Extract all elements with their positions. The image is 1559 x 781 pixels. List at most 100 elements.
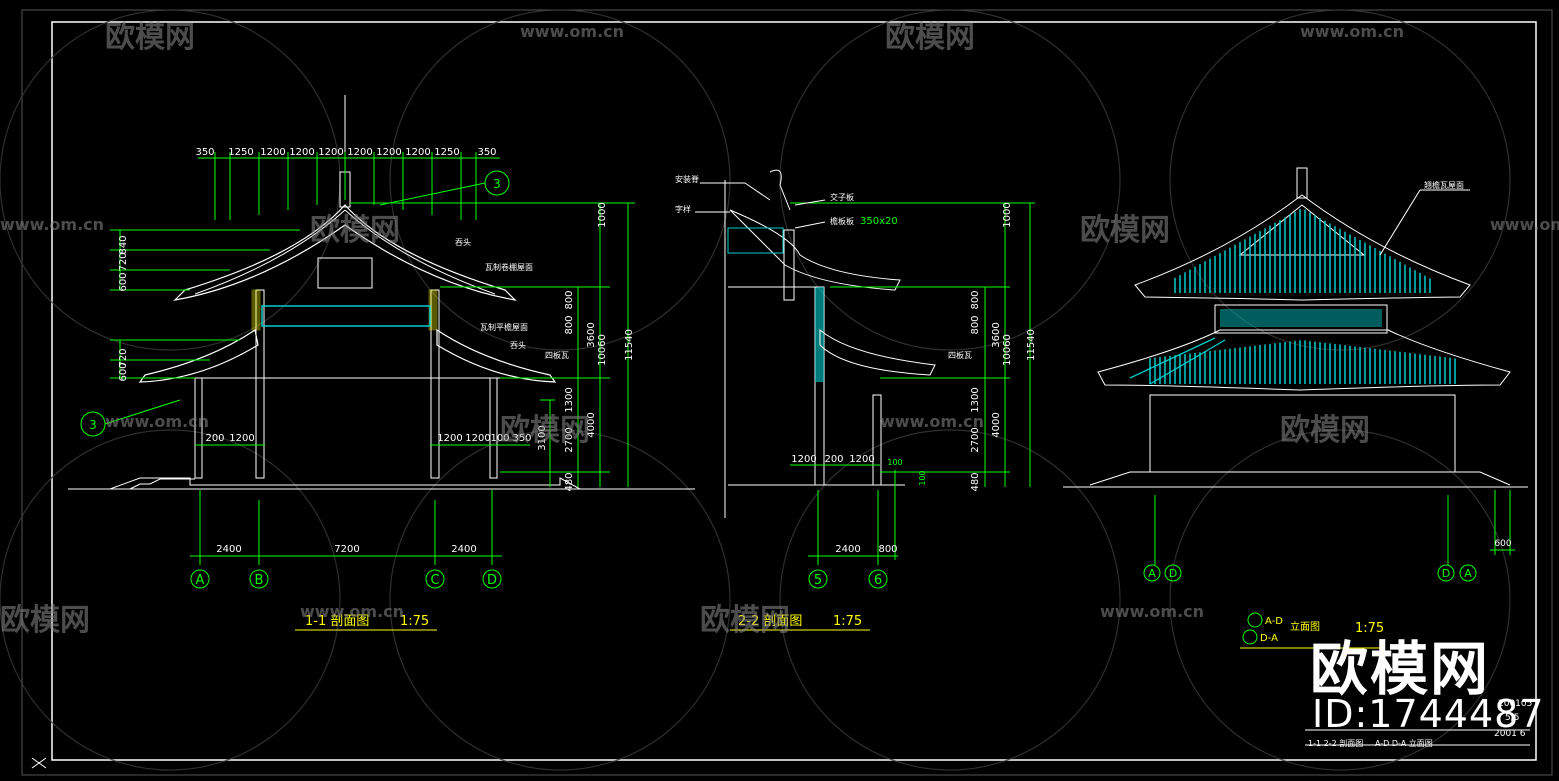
detail-callout: 3 [89,418,97,432]
axis-label: D [487,573,497,588]
left-dimension: 600 [118,362,129,381]
top-dimension: 1200 [376,147,401,158]
right-dimension: 4000 [991,412,1002,437]
watermark-url: www.om.cn [0,215,105,234]
title-block-text: 200105 [1498,699,1532,709]
right-dimension: 800 [564,315,575,334]
small-dimension: 100 [887,458,902,467]
lower-dimension: 200 [205,433,224,444]
material-label: 安装脊 [675,174,699,184]
material-label: 瓦制卷棚屋面 [485,262,533,272]
bottom-dimension: 2400 [835,544,860,555]
right-dimension: 1300 [564,387,575,412]
right-dimension: 11540 [1026,329,1037,361]
right-dimension: 1300 [970,387,981,412]
material-label: 350x20 [860,216,898,227]
watermark-circles [0,9,1511,771]
watermark-logo: 欧模网 [1280,413,1370,448]
top-dimension: 1200 [347,147,372,158]
watermark-url: www.om.cn [520,22,625,41]
axis-label: B [255,573,264,588]
watermark-url: www.om.cn [105,412,210,431]
right-dimension: 800 [970,290,981,309]
watermark-logo: 欧模网 [310,213,400,248]
axis-label: D [1169,567,1177,580]
outer-frame [21,9,1553,776]
material-label: 字样 [675,204,691,214]
elevation-scale: 1:75 [1355,621,1384,636]
title-block-legend: 1-1 2-2 剖面图 [1308,738,1363,748]
right-dimension: 1000 [1002,202,1013,227]
axis-label: A [1464,567,1472,580]
brand-logo: 欧模网 [1310,635,1491,703]
material-label: 四板瓦 [545,350,569,360]
top-dimension: 350 [477,147,496,158]
top-dimension: 1250 [434,147,459,158]
right-dimension: 10060 [597,334,608,366]
lower-dimension: 100 [490,433,509,444]
elevation-title: A-D [1265,616,1283,627]
material-label: 吞头 [510,340,526,350]
right-dimension: 2700 [564,427,575,452]
lower-dimension: 1200 [849,454,874,465]
top-dimension: 350 [195,147,214,158]
bottom-dimension: 2400 [451,544,476,555]
right-dimension: 1000 [597,202,608,227]
watermark-url: www.om.cn [880,412,985,431]
axis-label: D [1442,567,1450,580]
axis-label: 5 [814,573,822,588]
elevation-view [1063,167,1528,649]
title-block [1305,729,1530,746]
lower-dimension: 1200 [437,433,462,444]
watermark-logo: 欧模网 [885,20,975,55]
elevation-title: 立面图 [1290,620,1320,633]
watermark-logo: 欧模网 [700,603,790,638]
detail-callout: 3 [493,177,501,191]
watermark-url: www.om.cn [300,602,405,621]
right-dimension: 3600 [586,322,597,347]
watermark-logo: 欧模网 [1080,213,1170,248]
watermark-logo: 欧模网 [500,413,590,448]
axis-label: A [196,573,205,588]
right-dimension: 2700 [970,427,981,452]
section-scale: 1:75 [833,614,862,629]
lower-dimension: 200 [824,454,843,465]
axis-label: A [1148,567,1156,580]
title-block-text: 5/5 [1505,713,1519,723]
right-dimension: 800 [564,290,575,309]
right-dimension: 3600 [991,322,1002,347]
top-dimension: 1250 [228,147,253,158]
upper-roof-tiles [1174,209,1431,293]
right-dimension: 480 [970,472,981,491]
lower-dimension: 350 [512,433,531,444]
title-block-legend: A-D D-A 立面图 [1375,738,1433,748]
dimension: 600 [1494,539,1511,549]
left-dimension: 600 [118,272,129,291]
left-dimension: 720 [118,348,129,367]
watermark-url: www.om.cn [1100,602,1205,621]
left-dimension: 840 [118,235,129,254]
axis-label: 6 [874,573,882,588]
material-label: 瓦制平檐屋面 [480,322,528,332]
left-dimension: 720 [118,252,129,271]
bottom-dimension: 800 [878,544,897,555]
watermark-logo: 欧模网 [105,20,195,55]
top-dimension: 1200 [289,147,314,158]
watermark-url: www.om.cn [1490,215,1559,234]
bottom-dimension: 7200 [334,544,359,555]
elevation-title: D-A [1260,633,1278,644]
section-title: 1-1 剖面图 [305,614,369,629]
small-dimension: 100 [918,470,927,485]
lower-dimension: 1200 [229,433,254,444]
watermark-url: www.om.cn [1300,22,1405,41]
model-id: ID:1744487 [1312,692,1545,736]
material-label: 交子板 [830,192,854,202]
watermark-logo: 欧模网 [0,603,90,638]
top-dimension: 1200 [405,147,430,158]
top-dimension: 1200 [260,147,285,158]
title-block-text: 2001 6 [1494,729,1526,739]
right-dimension: 4000 [586,412,597,437]
mid-dimension: 3100 [537,425,548,450]
section-2-2 [695,169,1035,631]
